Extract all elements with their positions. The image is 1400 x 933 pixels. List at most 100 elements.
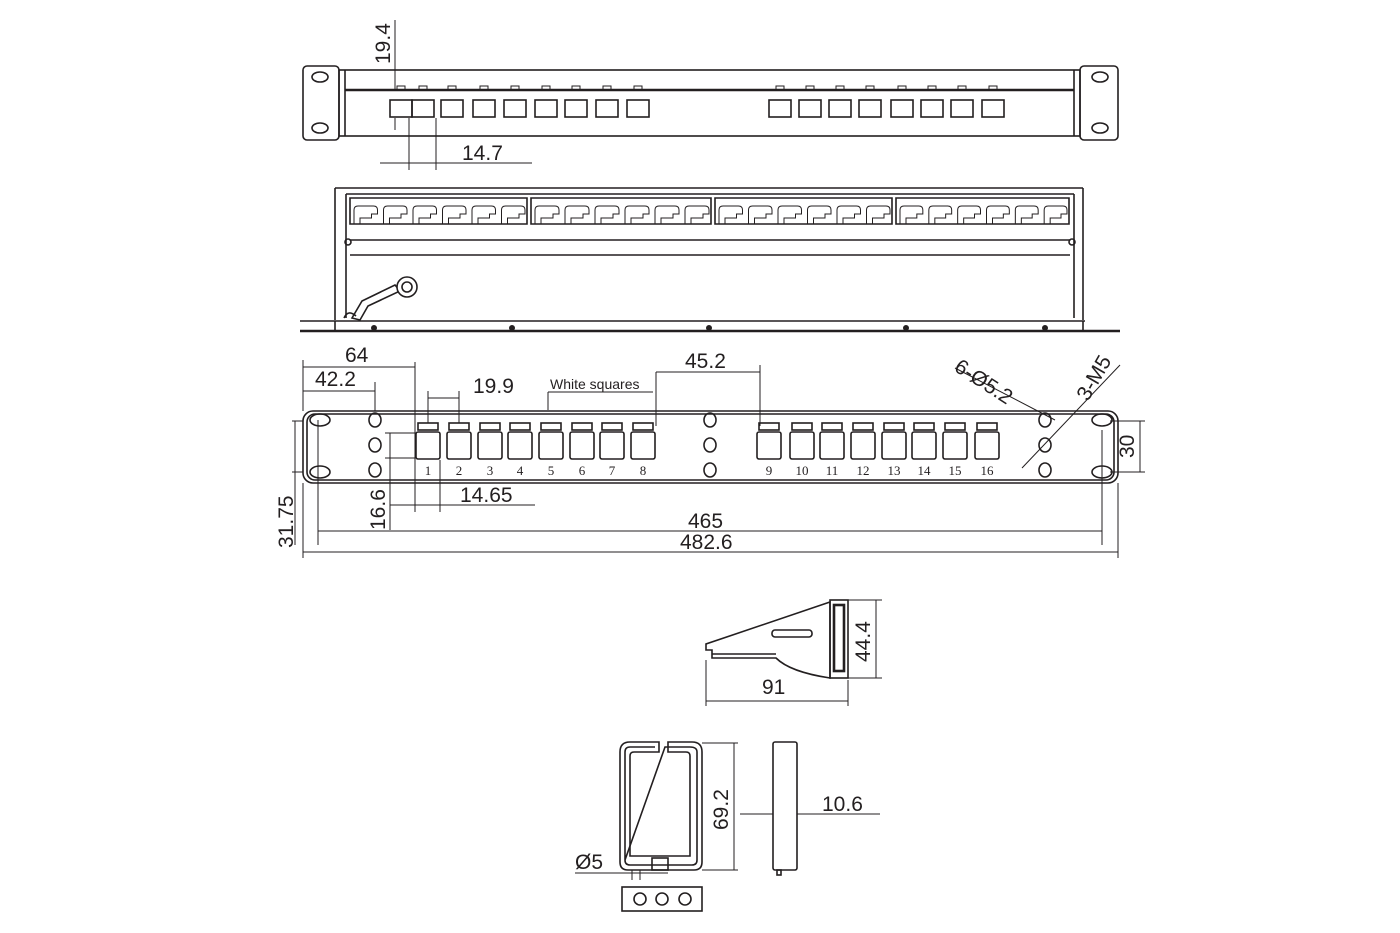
rj45-port: [974, 431, 1000, 460]
comb-slot: [353, 205, 378, 224]
port-label: 7: [609, 463, 616, 478]
top-port-latch: [865, 85, 875, 90]
white-square: [883, 422, 905, 431]
port-labels-left: 1 2 3 4 5 6 7 8: [425, 463, 647, 478]
top-port: [798, 99, 822, 118]
port-label: 5: [548, 463, 555, 478]
top-port: [595, 99, 619, 118]
top-port: [534, 99, 558, 118]
port-label: 1: [425, 463, 432, 478]
comb-slot: [928, 205, 953, 224]
port-label: 6: [579, 463, 586, 478]
comb-slot: [836, 205, 861, 224]
top-port-latch: [988, 85, 998, 90]
top-port-latch: [418, 85, 428, 90]
top-port: [564, 99, 588, 118]
white-square: [540, 422, 562, 431]
white-square: [791, 422, 813, 431]
white-square: [448, 422, 470, 431]
comb-slot: [471, 205, 496, 224]
comb-slot: [534, 205, 560, 224]
rj45-port: [477, 431, 503, 460]
white-square: [758, 422, 780, 431]
top-port: [858, 99, 882, 118]
comb-frame: [530, 197, 712, 225]
top-port: [626, 99, 650, 118]
dim-top-depth: 19.4: [372, 23, 395, 64]
mounting-holes-right: [1038, 412, 1052, 478]
dim-row-offset: 16.6: [367, 489, 390, 530]
port-label: 8: [640, 463, 647, 478]
dim-bracket-depth: 91: [762, 676, 785, 699]
comb-slot: [1043, 205, 1068, 224]
port-label: 13: [888, 463, 901, 478]
comb-frame: [349, 197, 528, 225]
dim-offset-42: 42.2: [315, 368, 356, 391]
top-port: [950, 99, 974, 118]
rj45-port: [850, 431, 876, 460]
mounting-holes-center: [703, 412, 717, 478]
dim-hole-spacing: 30: [1116, 435, 1139, 458]
top-port: [768, 99, 792, 118]
port-label: 4: [517, 463, 524, 478]
white-square: [913, 422, 935, 431]
dim-port-pitch: 19.9: [473, 375, 514, 398]
ground-terminal-icon: [343, 276, 418, 321]
top-port: [411, 99, 435, 118]
comb-slot: [501, 205, 526, 224]
comb-slot: [866, 205, 891, 224]
rj45-port: [599, 431, 625, 460]
top-port-latch: [897, 85, 907, 90]
top-port-latch: [479, 85, 489, 90]
mounting-holes-left: [368, 412, 382, 478]
top-port: [472, 99, 496, 118]
comb-frame: [714, 197, 893, 225]
top-port-latch: [633, 85, 643, 90]
top-port: [890, 99, 914, 118]
top-port-latch: [957, 85, 967, 90]
front-view: 1 2 3 4 5 6 7 8 9 10 11 12 13 14 15 16: [275, 344, 1145, 558]
dim-thread-spec: 3-M5: [1072, 352, 1116, 405]
rj45-port: [630, 431, 656, 460]
top-port-latch: [927, 85, 937, 90]
port-label: 3: [487, 463, 494, 478]
comb-slot: [442, 205, 467, 224]
top-port: [981, 99, 1005, 118]
back-view: [300, 187, 1120, 333]
comb-slot: [564, 205, 590, 224]
comb-slot: [957, 205, 981, 224]
comb-slot: [807, 205, 832, 224]
ring-side-view: 10.6: [740, 741, 880, 876]
rj45-port: [911, 431, 937, 460]
top-port: [503, 99, 527, 118]
comb-slot: [748, 205, 773, 224]
white-square: [632, 422, 654, 431]
rj45-port: [507, 431, 533, 460]
white-square: [509, 422, 531, 431]
dim-ring-diameter: Ø5: [575, 851, 603, 874]
comb-slot: [718, 205, 743, 224]
comb-slot: [777, 205, 802, 224]
rj45-port: [881, 431, 907, 460]
comb-slot: [654, 205, 680, 224]
white-square: [944, 422, 966, 431]
comb-slot: [899, 205, 924, 224]
top-port-latch: [541, 85, 551, 90]
white-square: [852, 422, 874, 431]
dim-inner-width: 465: [688, 510, 723, 533]
rj45-port: [446, 431, 472, 460]
rj45-port: [538, 431, 564, 460]
dim-group-gap: 45.2: [685, 350, 726, 373]
white-square: [601, 422, 623, 431]
comb-slot: [624, 205, 650, 224]
rj45-port: [789, 431, 815, 460]
comb-slot: [1014, 205, 1039, 224]
port-label: 9: [766, 463, 773, 478]
top-port-latch: [775, 85, 785, 90]
port-label: 16: [981, 463, 995, 478]
rj45-port: [415, 431, 441, 460]
port-labels-right: 9 10 11 12 13 14 15 16: [766, 463, 994, 478]
top-port-latch: [396, 85, 406, 90]
top-port-latch: [510, 85, 520, 90]
